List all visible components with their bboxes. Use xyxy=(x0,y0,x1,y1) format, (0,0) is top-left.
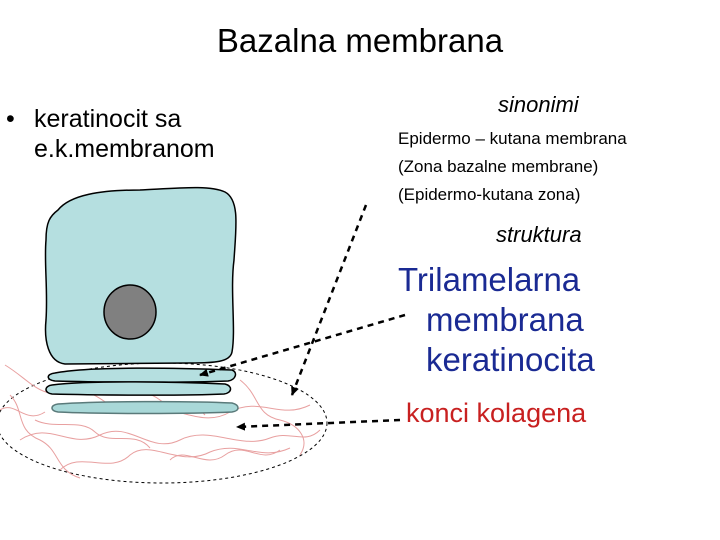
nucleus xyxy=(104,285,156,339)
membrane-layer-1 xyxy=(48,368,235,382)
keratinocyte-cell xyxy=(45,188,236,364)
synonyms-arrow xyxy=(292,205,366,395)
collagen-arrow xyxy=(237,420,400,427)
membrane-layer-2 xyxy=(46,382,231,395)
basal-lamina xyxy=(52,402,238,414)
